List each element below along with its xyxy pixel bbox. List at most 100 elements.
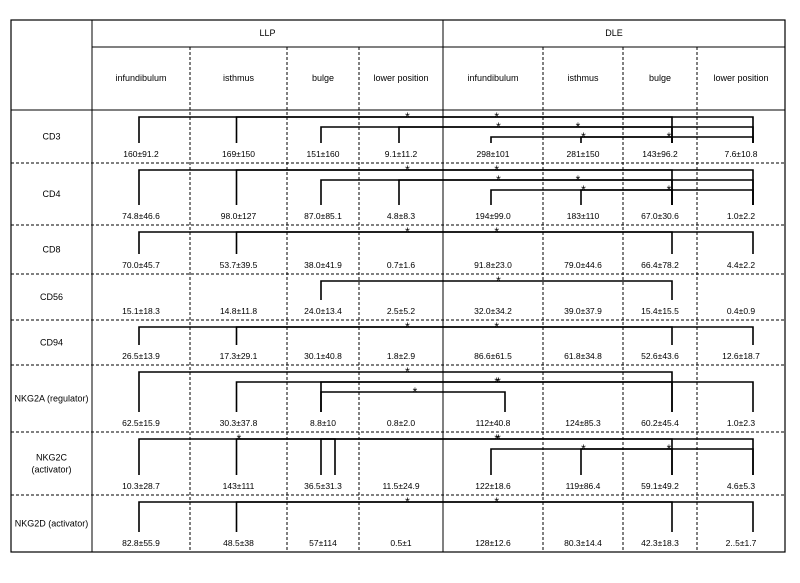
cell-value: 124±85.3 <box>565 418 601 428</box>
cell-value: 128±12.6 <box>475 538 511 548</box>
cell-value: 122±18.6 <box>475 481 511 491</box>
row-label: NKG2A (regulator) <box>14 394 88 404</box>
cell-value: 66.4±78.2 <box>641 260 679 270</box>
significance-star: * <box>494 320 499 334</box>
cell-value: 4.4±2.2 <box>727 260 756 270</box>
cell-value: 143±111 <box>223 481 255 491</box>
cell-value: 26.5±13.9 <box>122 351 160 361</box>
cell-value: 15.1±18.3 <box>122 306 160 316</box>
significance-bracket <box>398 126 754 143</box>
significance-bracket <box>580 136 754 143</box>
significance-bracket <box>235 501 754 532</box>
cell-value: 17.3±29.1 <box>220 351 258 361</box>
cell-value: 15.4±15.5 <box>641 306 679 316</box>
cell-value: 32.0±34.2 <box>474 306 512 316</box>
cell-value: 119±86.4 <box>566 481 601 491</box>
cell-value: 60.2±45.4 <box>641 418 679 428</box>
significance-star: * <box>667 183 672 197</box>
significance-star: * <box>494 432 499 446</box>
cell-value: 62.5±15.9 <box>122 418 160 428</box>
table-border <box>10 19 786 553</box>
cell-value: 57±114 <box>309 538 337 548</box>
cell-value: 59.1±49.2 <box>641 481 679 491</box>
significance-bracket <box>235 326 754 345</box>
significance-star: * <box>496 274 501 288</box>
cell-value: 74.8±46.6 <box>122 211 160 221</box>
cell-value: 1.0±2.3 <box>727 418 756 428</box>
row-label: CD56 <box>40 292 63 302</box>
cell-value: 70.0±45.7 <box>122 260 160 270</box>
significance-star: * <box>667 130 672 144</box>
cell-value: 4.8±8.3 <box>387 211 416 221</box>
row-label: CD4 <box>42 189 60 199</box>
cell-value: 38.0±41.9 <box>304 260 342 270</box>
cell-value: 0.8±2.0 <box>387 418 416 428</box>
significance-bracket <box>580 189 754 205</box>
cell-value: 87.0±85.1 <box>304 211 342 221</box>
cell-value: 30.3±37.8 <box>220 418 258 428</box>
column-header: bulge <box>312 73 334 83</box>
cell-value: 8.8±10 <box>310 418 336 428</box>
significance-star: * <box>576 173 581 187</box>
significance-star: * <box>667 442 672 456</box>
cell-value: 183±110 <box>567 211 600 221</box>
column-header: bulge <box>649 73 671 83</box>
cell-value: 1.8±2.9 <box>387 351 416 361</box>
cell-value: 61.8±34.8 <box>564 351 602 361</box>
row-label: (activator) <box>31 465 71 475</box>
cell-value: 91.8±23.0 <box>474 260 512 270</box>
significance-star: * <box>576 120 581 134</box>
column-header: lower position <box>373 73 428 83</box>
column-header: isthmus <box>567 73 599 83</box>
cell-value: 10.3±28.7 <box>122 481 160 491</box>
cell-value: 4.6±5.3 <box>727 481 756 491</box>
cell-value: 48.5±38 <box>223 538 254 548</box>
significance-star: * <box>494 495 499 509</box>
cell-value: 281±150 <box>566 149 599 159</box>
cell-value: 2.5±5.2 <box>387 306 416 316</box>
cell-value: 298±101 <box>476 149 509 159</box>
column-header: infundibulum <box>467 73 518 83</box>
cell-value: 112±40.8 <box>476 418 511 428</box>
group-header-llp: LLP <box>259 28 275 38</box>
cell-value: 151±160 <box>306 149 339 159</box>
cell-value: 80.3±14.4 <box>564 538 602 548</box>
row-label: CD3 <box>42 132 60 142</box>
significance-star: * <box>405 365 410 379</box>
cell-value: 14.8±11.8 <box>220 306 257 316</box>
cell-value: 160±91.2 <box>123 149 159 159</box>
cell-value: 82.8±55.9 <box>122 538 160 548</box>
cell-value: 67.0±30.6 <box>641 211 679 221</box>
cell-value: 53.7±39.5 <box>220 260 258 270</box>
cell-value: 7.6±10.8 <box>724 149 757 159</box>
cell-value: 36.5±31.3 <box>304 481 342 491</box>
cell-value: 79.0±44.6 <box>564 260 602 270</box>
cell-value: 30.1±40.8 <box>304 351 342 361</box>
cell-value: 143±96.2 <box>642 149 678 159</box>
cell-value: 0.7±1.6 <box>387 260 416 270</box>
significance-star: * <box>494 163 499 177</box>
column-header: infundibulum <box>115 73 166 83</box>
row-label: NKG2D (activator) <box>15 519 89 529</box>
significance-star: * <box>413 385 418 399</box>
cell-value: 11.5±24.9 <box>382 481 419 491</box>
cell-value: 194±99.0 <box>475 211 511 221</box>
row-label: NKG2C <box>36 453 68 463</box>
significance-bracket <box>320 391 506 412</box>
significance-bracket <box>235 381 754 412</box>
cell-value: 39.0±37.9 <box>564 306 602 316</box>
cell-value: 12.6±18.7 <box>722 351 760 361</box>
row-label: CD94 <box>40 338 63 348</box>
cell-value: 24.0±13.4 <box>304 306 342 316</box>
cell-value: 9.1±11.2 <box>385 149 418 159</box>
cell-value: 2..5±1.7 <box>726 538 757 548</box>
group-header-dle: DLE <box>605 28 623 38</box>
cell-value: 86.6±61.5 <box>474 351 512 361</box>
significance-bracket <box>580 448 754 475</box>
row-label: CD8 <box>42 245 60 255</box>
significance-star: * <box>494 225 499 239</box>
cell-value: 42.3±18.3 <box>641 538 679 548</box>
column-header: isthmus <box>223 73 255 83</box>
